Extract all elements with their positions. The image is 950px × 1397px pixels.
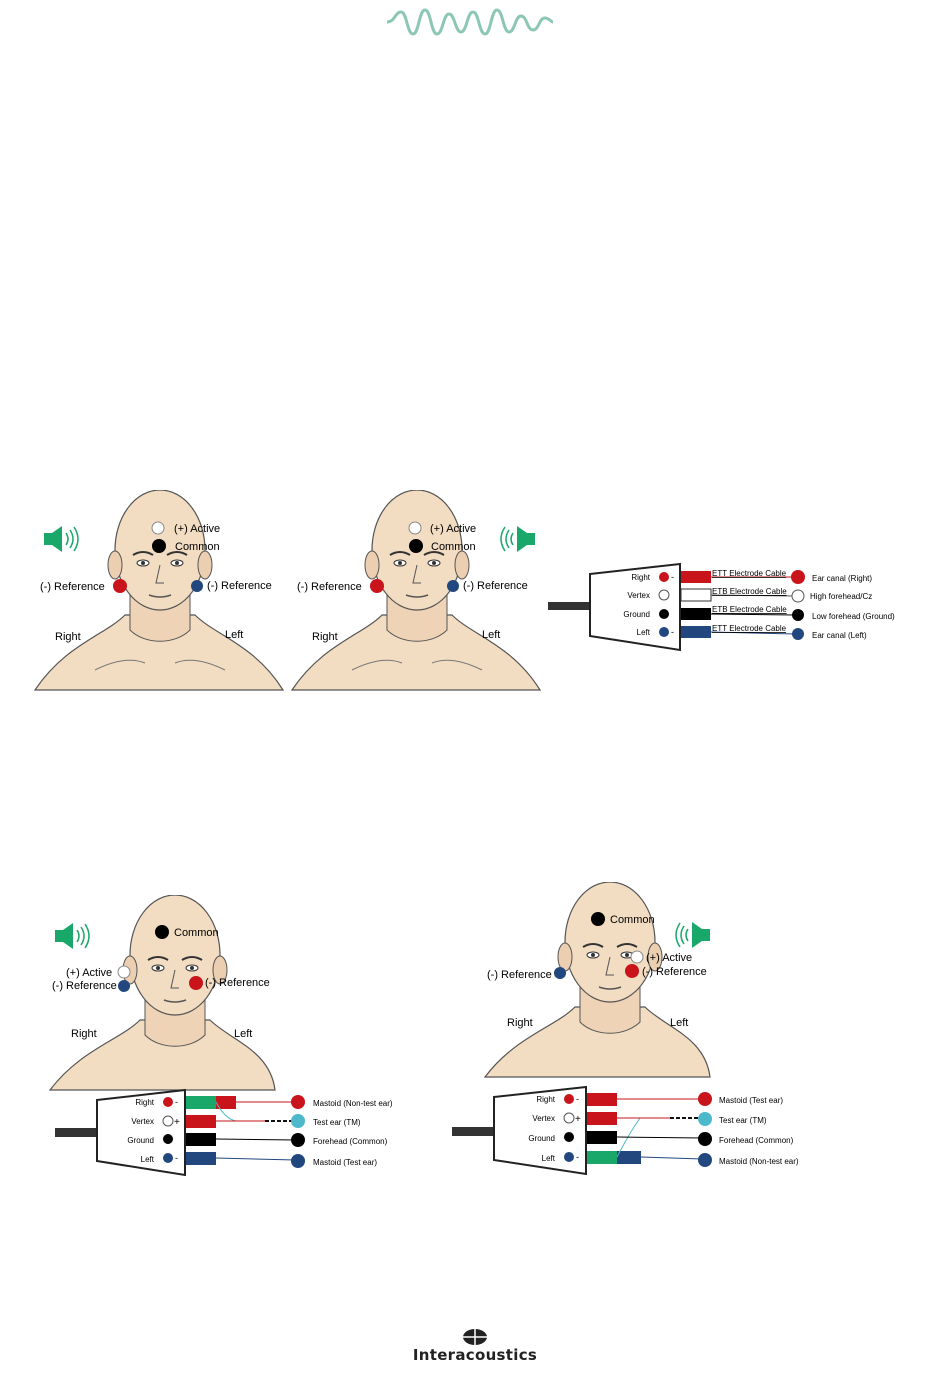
active-label: (+) Active <box>430 523 476 535</box>
port-vertex: Vertex <box>627 591 650 600</box>
active-label: (+) Active <box>66 967 112 979</box>
speaker-icon <box>54 922 90 950</box>
fig1-connector: Right Vertex Ground Left - - ETT Electro… <box>548 562 895 652</box>
fig1-left-head: (+) Active Common (-) Reference (-) Refe… <box>34 490 284 691</box>
ref-left-label: (-) Reference <box>463 580 528 592</box>
end-3: Low forehead (Ground) <box>812 612 895 621</box>
port-right: Right <box>536 1095 555 1104</box>
svg-text:-: - <box>175 1097 178 1107</box>
ref-left-electrode <box>191 580 203 592</box>
cable-2: ETB Electrode Cable <box>712 587 787 596</box>
svg-text:+: + <box>575 1114 581 1125</box>
end-4: Ear canal (Left) <box>812 631 867 640</box>
fig2-right-diagram: Common (+) Active (-) Reference (-) Refe… <box>452 882 799 1176</box>
port-right: Right <box>631 573 650 582</box>
common-label: Common <box>174 927 219 939</box>
side-left-label: Left <box>482 629 500 641</box>
fig1-diagram: (+) Active Common (-) Reference (-) Refe… <box>34 490 895 691</box>
header-wave-logo <box>386 8 554 36</box>
port-vertex: Vertex <box>532 1114 555 1123</box>
port-ground: Ground <box>127 1136 154 1145</box>
brand-name: Interacoustics <box>412 1346 538 1364</box>
end-1: Mastoid (Non-test ear) <box>313 1099 393 1108</box>
side-right-label: Right <box>55 631 81 643</box>
footer-logo: Interacoustics <box>0 1328 950 1364</box>
fig2-left-diagram: Common (+) Active (-) Reference (-) Refe… <box>49 895 393 1177</box>
ref-left-label: (-) Reference <box>207 580 272 592</box>
ref-right-label: (-) Reference <box>297 581 362 593</box>
side-right-label: Right <box>507 1017 533 1029</box>
port-ground: Ground <box>528 1134 555 1143</box>
port-left: Left <box>542 1154 556 1163</box>
cable-1: ETT Electrode Cable <box>712 569 787 578</box>
port-ground: Ground <box>623 610 650 619</box>
active-label: (+) Active <box>646 952 692 964</box>
active-label: (+) Active <box>174 523 220 535</box>
ref-right-electrode <box>113 579 127 593</box>
common-label: Common <box>175 541 220 553</box>
ref-right-electrode <box>370 579 384 593</box>
svg-text:-: - <box>175 1153 178 1163</box>
fig2-left-connector: Right Vertex Ground Left - + - Mastoid (… <box>55 1088 393 1177</box>
port-vertex: Vertex <box>131 1117 154 1126</box>
end-2: Test ear (TM) <box>313 1118 361 1127</box>
ref-left-label: (-) Reference <box>487 969 552 981</box>
svg-text:-: - <box>671 572 674 582</box>
speaker-icon <box>500 525 536 553</box>
side-right-label: Right <box>312 631 338 643</box>
cable-4: ETT Electrode Cable <box>712 624 787 633</box>
ref-left-electrode <box>447 580 459 592</box>
svg-text:+: + <box>174 1117 180 1128</box>
end-1: Mastoid (Test ear) <box>719 1096 783 1105</box>
ref-right-label: (-) Reference <box>642 966 707 978</box>
ref-right-label: (-) Reference <box>40 581 105 593</box>
end-4: Mastoid (Non-test ear) <box>719 1157 799 1166</box>
end-1: Ear canal (Right) <box>812 574 872 583</box>
ref-right-label: (-) Reference <box>52 980 117 992</box>
port-right: Right <box>135 1098 154 1107</box>
svg-text:-: - <box>576 1094 579 1104</box>
common-label: Common <box>610 914 655 926</box>
ref-left-label: (-) Reference <box>205 977 270 989</box>
end-3: Forehead (Common) <box>313 1137 388 1146</box>
end-4: Mastoid (Test ear) <box>313 1158 377 1167</box>
side-left-label: Left <box>225 629 243 641</box>
common-electrode <box>409 539 423 553</box>
common-label: Common <box>431 541 476 553</box>
speaker-icon <box>675 921 711 949</box>
svg-text:-: - <box>576 1152 579 1162</box>
end-2: High forehead/Cz <box>810 592 872 601</box>
active-electrode <box>151 521 165 535</box>
fig1-right-head: (+) Active Common (-) Reference (-) Refe… <box>291 490 541 691</box>
cable-3: ETB Electrode Cable <box>712 605 787 614</box>
end-3: Forehead (Common) <box>719 1136 794 1145</box>
port-left: Left <box>141 1155 155 1164</box>
globe-icon <box>463 1329 487 1345</box>
speaker-icon <box>43 525 79 553</box>
svg-text:-: - <box>671 627 674 637</box>
port-left: Left <box>637 628 651 637</box>
side-right-label: Right <box>71 1028 97 1040</box>
side-left-label: Left <box>670 1017 688 1029</box>
fig2-right-connector: Right Vertex Ground Left - + - Mastoid (… <box>452 1085 799 1176</box>
end-2: Test ear (TM) <box>719 1116 767 1125</box>
common-electrode <box>152 539 166 553</box>
side-left-label: Left <box>234 1028 252 1040</box>
active-electrode <box>408 521 422 535</box>
